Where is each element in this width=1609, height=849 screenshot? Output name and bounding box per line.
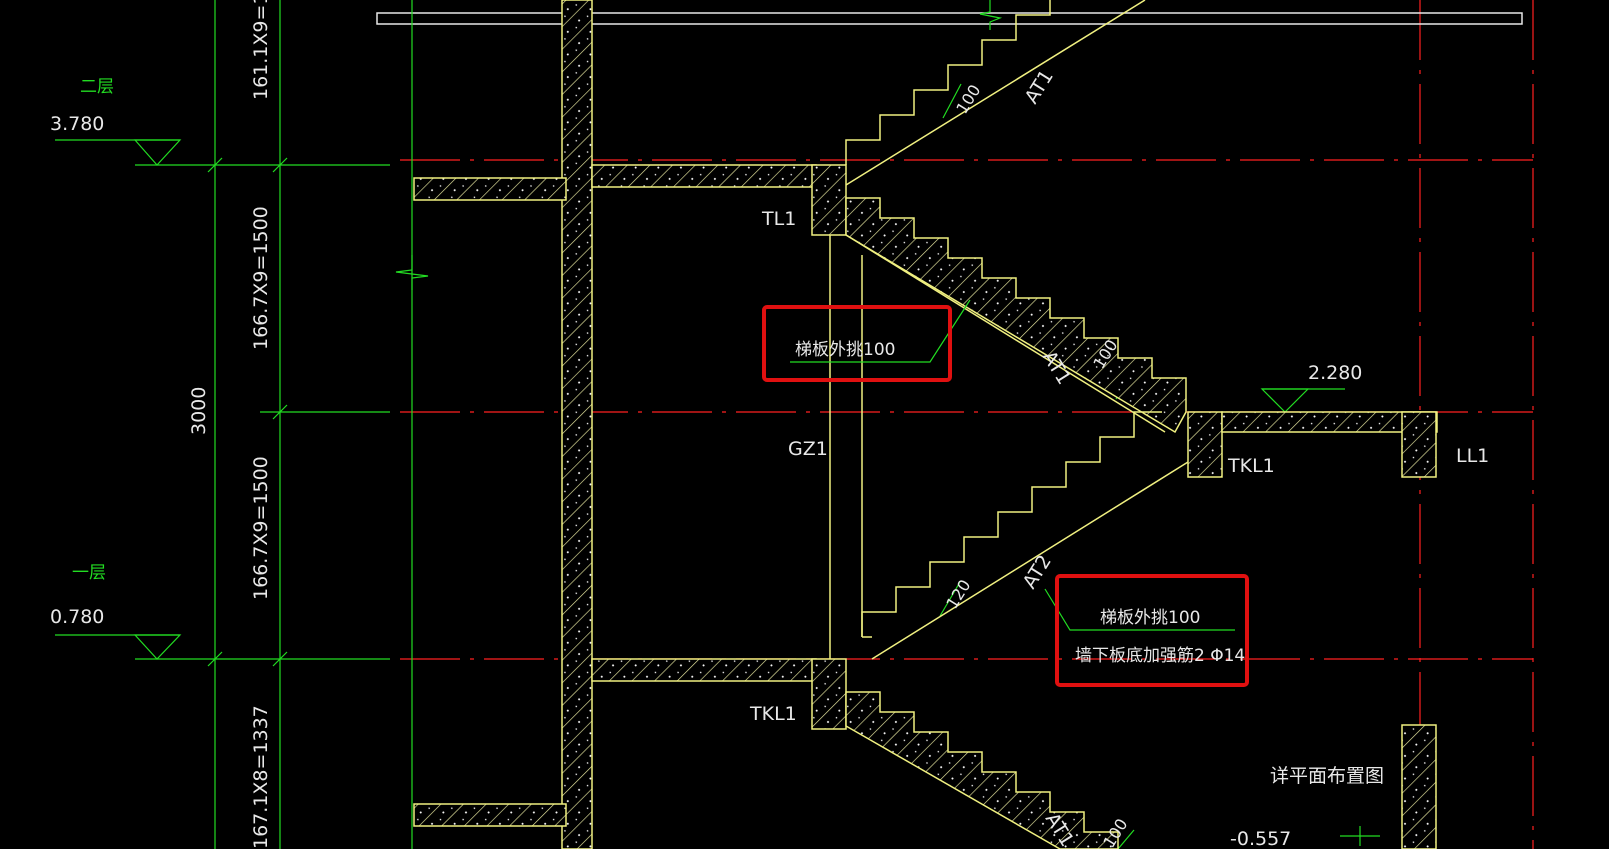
callout-highlights — [762, 305, 1249, 687]
dim-bottom: 167.1X8=1337 — [250, 705, 272, 849]
flight-at2 — [861, 411, 1162, 637]
label-tkl1-upper: TKL1 — [1227, 455, 1275, 477]
callout-1-line-1: 梯板外挑100 — [795, 340, 895, 360]
dim-lower: 166.7X9=1500 — [250, 456, 272, 600]
beam-tkl1-lower — [811, 658, 847, 730]
thickness-top: 100 — [952, 81, 984, 117]
elevation-label-2: 3.780 — [50, 113, 104, 135]
bottom-elevation: -0.557 — [1230, 828, 1291, 849]
detail-note: 详平面布置图 — [1270, 765, 1384, 787]
dim-top: 161.1X9=145 — [250, 0, 272, 100]
leader-lines — [790, 299, 1235, 631]
floor-label-1: 一层 — [72, 563, 106, 583]
flight-at1-bottom — [845, 691, 1119, 849]
floor-label-2: 二层 — [80, 77, 114, 97]
wall-right-lower — [1401, 724, 1437, 849]
elevation-label-1: 0.780 — [50, 606, 104, 628]
slab-lower — [591, 658, 817, 682]
dim-total: 3000 — [188, 387, 210, 435]
slab-upper — [413, 177, 567, 201]
thickness-bottom: 100 — [1099, 815, 1131, 849]
thickness-at2: 120 — [942, 576, 974, 612]
flight-outlines — [829, 0, 1189, 660]
flight-at1-mid — [845, 197, 1187, 434]
label-tkl1-lower: TKL1 — [749, 703, 797, 725]
landing-slab — [1221, 411, 1438, 433]
label-at1-top: AT1 — [1021, 66, 1058, 108]
beam-tkl1-mid — [1187, 411, 1223, 478]
beam-ll1 — [1401, 411, 1437, 478]
slab-bottom — [413, 803, 567, 827]
slab-upper-right — [591, 164, 817, 188]
landing-elevation: 2.280 — [1308, 362, 1362, 384]
callout-box-2 — [1055, 574, 1249, 687]
concrete-structure — [413, 0, 1438, 849]
label-tl1: TL1 — [761, 208, 796, 230]
callout-2-line-1: 梯板外挑100 — [1100, 608, 1200, 628]
handrail-outline — [376, 12, 1523, 25]
dimension-lines — [55, 0, 1380, 849]
wall-vertical — [561, 0, 593, 849]
dim-upper: 166.7X9=1500 — [250, 206, 272, 350]
label-at2: AT2 — [1019, 551, 1056, 593]
callout-box-1 — [762, 305, 952, 382]
beam-tl1 — [811, 164, 847, 236]
label-gz1: GZ1 — [788, 438, 828, 460]
flight-at1-top — [845, 0, 1051, 165]
label-ll1: LL1 — [1456, 445, 1489, 467]
callout-2-line-2: 墙下板底加强筋2 Φ14 — [1075, 646, 1245, 666]
